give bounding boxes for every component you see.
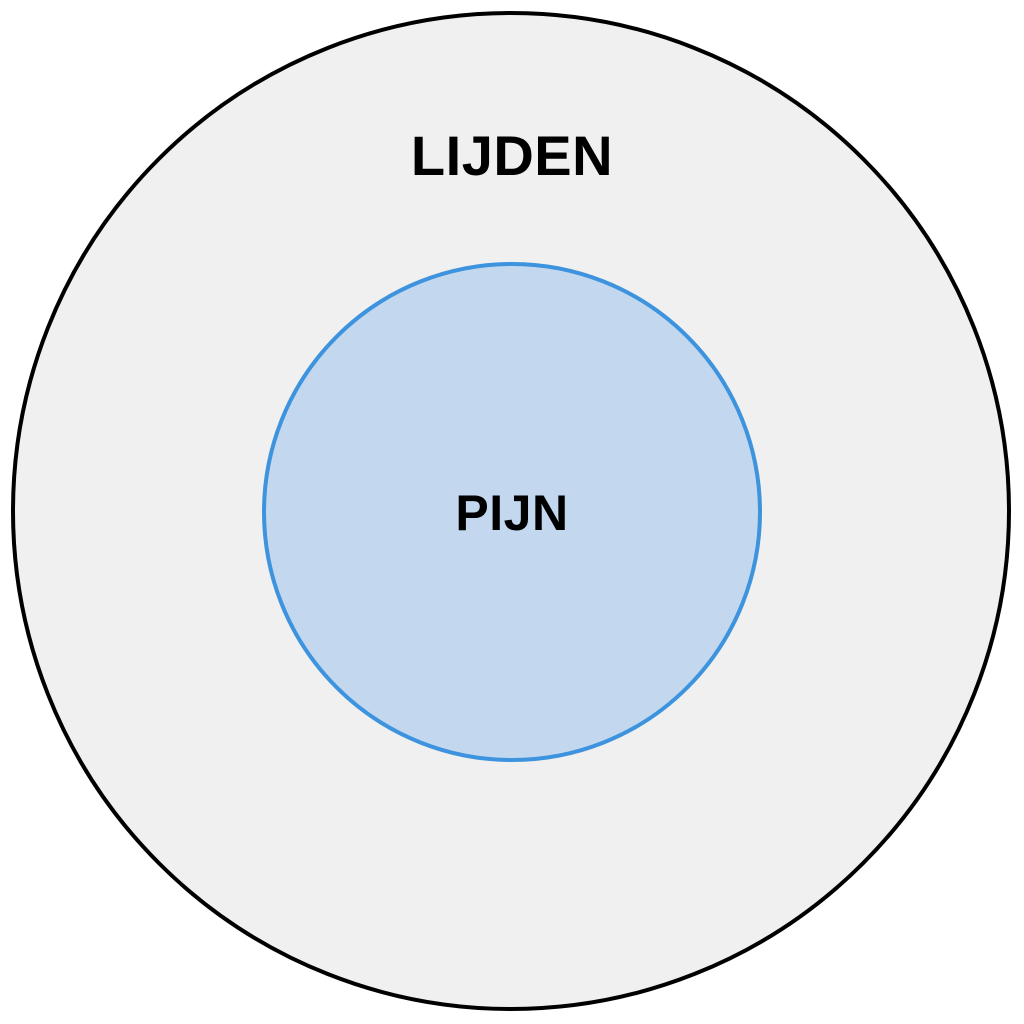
inner-circle-pijn [262,262,762,762]
outer-circle-label: LIJDEN [410,124,614,187]
inner-circle-label: PIJN [455,485,569,541]
